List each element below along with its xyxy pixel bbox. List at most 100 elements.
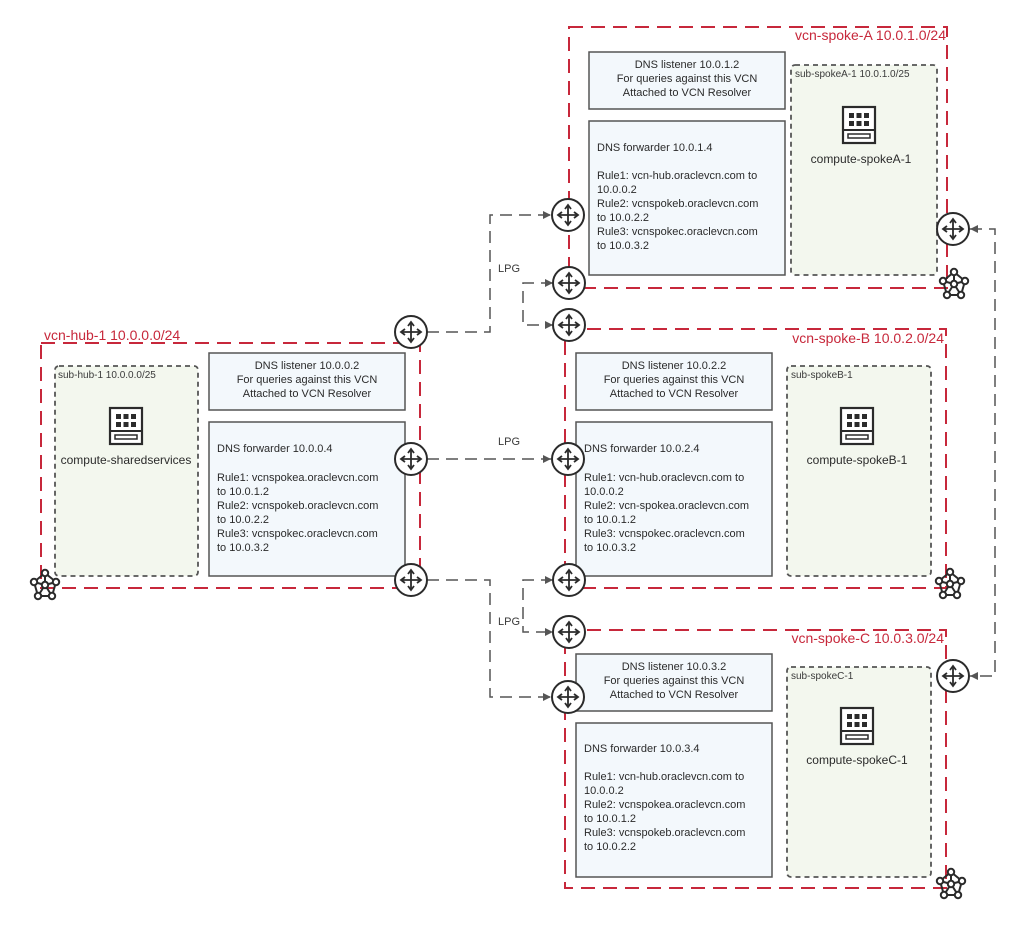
router-icon[interactable] (551, 442, 585, 476)
listener-line: Attached to VCN Resolver (623, 87, 752, 99)
router-icon[interactable] (552, 563, 586, 597)
forwarder-line: Rule3: vcnspokec.oraclevcn.com (597, 226, 758, 238)
router-icon[interactable] (551, 680, 585, 714)
forwarder-line: Rule2: vcnspokeb.oraclevcn.com (217, 500, 378, 512)
subnet-title: sub-hub-1 10.0.0.0/25 (58, 370, 156, 381)
forwarder-line: Rule3: vcnspokec.oraclevcn.com (217, 528, 378, 540)
vcn-title: vcn-spoke-A 10.0.1.0/24 (795, 27, 946, 43)
router-icon[interactable] (394, 563, 428, 597)
lpg-label: LPG (498, 616, 520, 628)
vcn-spokeA: vcn-spoke-A 10.0.1.0/24 (568, 26, 948, 289)
dns-forwarder-hub: DNS forwarder 10.0.0.4 Rule1: vcnspokea.… (208, 421, 406, 577)
forwarder-box (208, 421, 406, 577)
forwarder-line: to 10.0.2.2 (584, 841, 636, 853)
dns-listener-spokeB: DNS listener 10.0.2.2 For queries agains… (575, 352, 773, 411)
forwarder-line: 10.0.0.2 (584, 785, 624, 797)
subnet-hub: sub-hub-1 10.0.0.0/25 compute-sharedserv… (54, 365, 199, 577)
forwarder-line: 10.0.0.2 (584, 486, 624, 498)
dns-forwarder-spokeB: DNS forwarder 10.0.2.4 Rule1: vcn-hub.or… (575, 421, 773, 577)
vcn-boundary (568, 26, 948, 289)
dns-forwarder-spokeA: DNS forwarder 10.0.1.4 Rule1: vcn-hub.or… (588, 120, 786, 276)
compute-label[interactable]: compute-spokeA-1 (811, 152, 912, 166)
subnet-spokeC: sub-spokeC-1 compute-spokeC-1 (786, 666, 932, 878)
link-hub-to-spokeC (427, 579, 551, 698)
forwarder-line: Rule2: vcnspokeb.oraclevcn.com (597, 198, 758, 210)
link-hub-to-spokeA (427, 214, 551, 333)
router-icon[interactable] (552, 266, 586, 300)
subnet-title: sub-spokeC-1 (791, 671, 854, 682)
forwarder-line: Rule3: vcnspokeb.oraclevcn.com (584, 827, 745, 839)
network-mesh-icon[interactable] (935, 867, 967, 900)
listener-line: DNS listener 10.0.0.2 (255, 360, 360, 372)
compute-icon (839, 406, 875, 446)
forwarder-line: Rule1: vcn-hub.oraclevcn.com to (597, 170, 757, 182)
arrowhead (543, 455, 551, 463)
arrowhead (545, 321, 553, 329)
listener-line: Attached to VCN Resolver (610, 388, 739, 400)
compute-label[interactable]: compute-spokeB-1 (807, 453, 908, 467)
listener-box (588, 51, 786, 110)
router-icon[interactable] (394, 315, 428, 349)
forwarder-line: Rule3: vcnspokec.oraclevcn.com (584, 528, 745, 540)
forwarder-line: DNS forwarder 10.0.3.4 (584, 743, 700, 755)
listener-line: For queries against this VCN (617, 73, 758, 85)
dns-listener-spokeC: DNS listener 10.0.3.2 For queries agains… (575, 653, 773, 712)
subnet-boundary (54, 365, 199, 577)
dns-listener-spokeA: DNS listener 10.0.1.2 For queries agains… (588, 51, 786, 110)
arrowhead (970, 225, 978, 233)
listener-line: DNS listener 10.0.3.2 (622, 661, 727, 673)
listener-line: For queries against this VCN (237, 374, 378, 386)
forwarder-line: DNS forwarder 10.0.2.4 (584, 443, 700, 455)
listener-line: For queries against this VCN (604, 675, 745, 687)
forwarder-line: Rule1: vcn-hub.oraclevcn.com to (584, 472, 744, 484)
forwarder-line: to 10.0.1.2 (217, 486, 269, 498)
forwarder-line: to 10.0.1.2 (584, 813, 636, 825)
connector-arrowheads (543, 211, 978, 701)
forwarder-box (575, 722, 773, 878)
subnet-boundary (786, 666, 932, 878)
forwarder-line: DNS forwarder 10.0.1.4 (597, 142, 713, 154)
listener-box (208, 352, 406, 411)
compute-label[interactable]: compute-spokeC-1 (806, 753, 908, 767)
link-spokeB-to-spokeC (522, 579, 553, 633)
listener-line: DNS listener 10.0.1.2 (635, 59, 740, 71)
compute-icon (108, 406, 144, 446)
arrowhead (545, 628, 553, 636)
vcn-hub: vcn-hub-1 10.0.0.0/24 (40, 327, 421, 589)
network-mesh-icon[interactable] (934, 567, 966, 600)
listener-line: For queries against this VCN (604, 374, 745, 386)
arrowhead (543, 693, 551, 701)
forwarder-line: Rule1: vcnspokea.oraclevcn.com (217, 472, 378, 484)
lpg-label: LPG (498, 436, 520, 448)
arrowhead (543, 211, 551, 219)
arrowhead (970, 672, 978, 680)
vcn-boundary (40, 342, 421, 589)
network-mesh-icon[interactable] (938, 267, 970, 300)
router-icon[interactable] (551, 198, 585, 232)
connector-lines (427, 214, 996, 698)
forwarder-line: Rule2: vcnspokea.oraclevcn.com (584, 799, 745, 811)
router-icon[interactable] (552, 615, 586, 649)
dns-forwarder-spokeC: DNS forwarder 10.0.3.4 Rule1: vcn-hub.or… (575, 722, 773, 878)
subnet-spokeA: sub-spokeA-1 10.0.1.0/25 compute-spokeA-… (790, 64, 938, 276)
router-icon[interactable] (394, 442, 428, 476)
forwarder-line: 10.0.0.2 (597, 184, 637, 196)
router-icon[interactable] (552, 308, 586, 342)
forwarder-box (588, 120, 786, 276)
forwarder-line: Rule2: vcn-spokea.oraclevcn.com (584, 500, 749, 512)
listener-box (575, 352, 773, 411)
dns-listener-hub: DNS listener 10.0.0.2 For queries agains… (208, 352, 406, 411)
compute-label[interactable]: compute-sharedservices (61, 453, 192, 467)
compute-icon (839, 706, 875, 746)
router-icon[interactable] (936, 659, 970, 693)
forwarder-line: to 10.0.2.2 (597, 212, 649, 224)
subnet-boundary (786, 365, 932, 577)
router-icon[interactable] (936, 212, 970, 246)
forwarder-line: to 10.0.2.2 (217, 514, 269, 526)
listener-line: Attached to VCN Resolver (610, 689, 739, 701)
vcn-title: vcn-hub-1 10.0.0.0/24 (44, 327, 180, 343)
subnet-title: sub-spokeB-1 (791, 370, 853, 381)
vcn-title: vcn-spoke-B 10.0.2.0/24 (792, 330, 944, 346)
arrowhead (545, 576, 553, 584)
